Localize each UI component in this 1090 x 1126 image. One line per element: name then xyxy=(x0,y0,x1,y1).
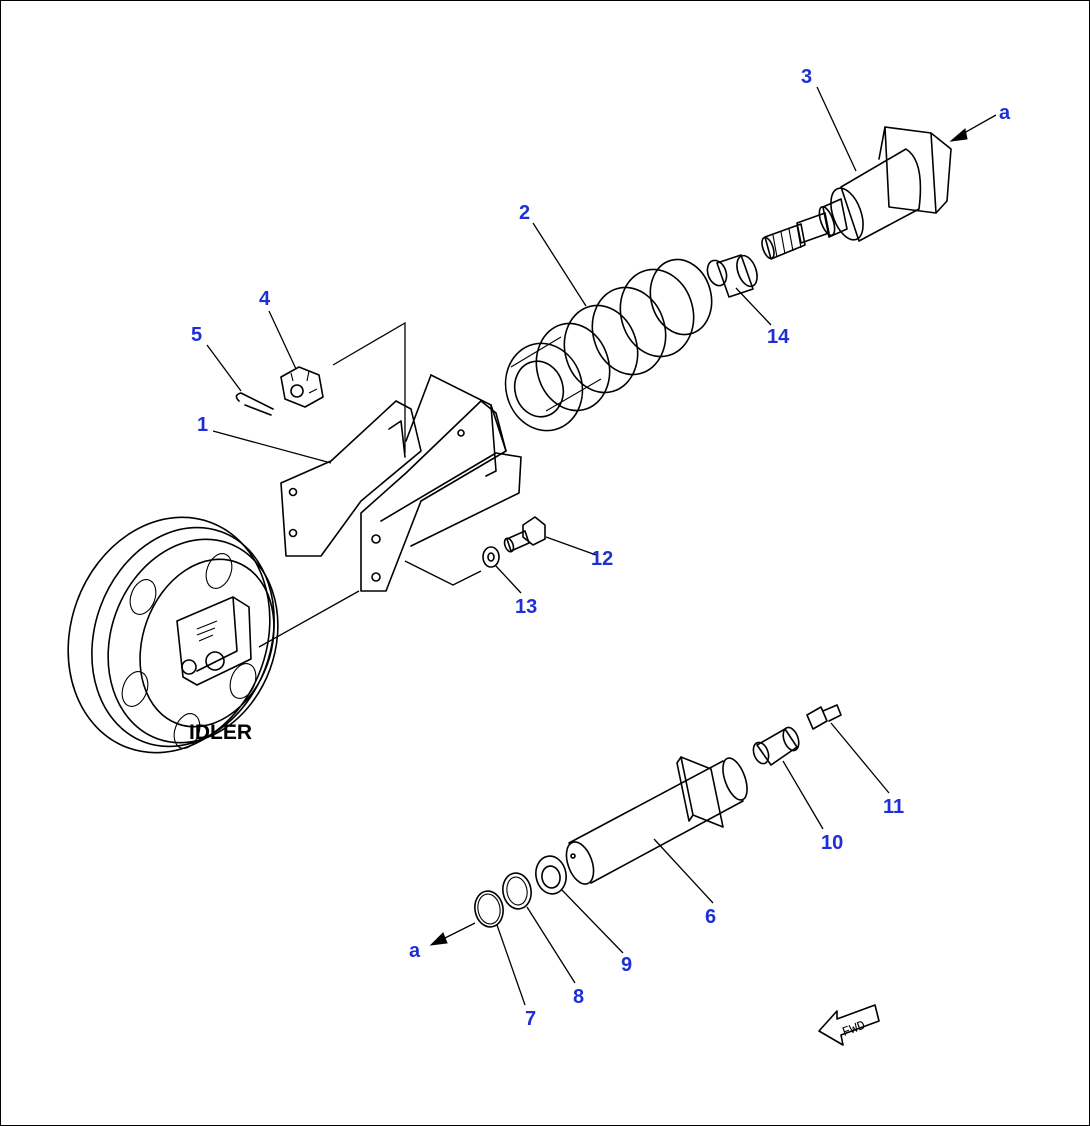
callout-3: 3 xyxy=(801,66,812,88)
part-valve-fitting xyxy=(752,726,800,766)
part-cylinder-assembly xyxy=(761,126,952,260)
fwd-label: FWD xyxy=(840,1018,867,1040)
callout-9: 9 xyxy=(621,954,632,976)
callout-1: 1 xyxy=(197,414,208,436)
callout-5: 5 xyxy=(191,324,202,346)
idler-wheel xyxy=(67,516,279,754)
callout-8: 8 xyxy=(573,986,584,1008)
part-washer xyxy=(482,546,500,568)
part-snap-ring xyxy=(474,890,504,928)
part-bushing xyxy=(706,254,758,298)
part-grease-fitting xyxy=(806,704,842,730)
reference-arrow-top xyxy=(949,114,997,142)
fwd-direction-arrow xyxy=(818,1004,880,1046)
callout-7: 7 xyxy=(525,1008,536,1030)
callout-12: 12 xyxy=(591,548,613,570)
part-yoke-frame xyxy=(280,374,522,592)
part-castle-nut xyxy=(280,366,324,408)
callout-4: 4 xyxy=(259,288,271,310)
part-recoil-spring xyxy=(504,258,713,432)
callout-6: 6 xyxy=(705,906,716,928)
part-cotter-pin xyxy=(235,392,274,416)
reference-arrow-bottom xyxy=(429,922,476,946)
callout-14: 14 xyxy=(767,326,790,348)
callout-13: 13 xyxy=(515,596,537,618)
leader-lines xyxy=(206,86,890,1006)
part-ring xyxy=(502,872,532,910)
callout-11: 11 xyxy=(883,796,904,818)
idler-label: IDLER xyxy=(189,721,252,744)
part-shaft xyxy=(565,756,748,885)
reference-label-a-bottom: a xyxy=(409,940,421,962)
part-bolt xyxy=(503,516,546,553)
part-collar xyxy=(535,855,567,895)
callout-2: 2 xyxy=(519,202,530,224)
callout-10: 10 xyxy=(821,832,843,854)
reference-label-a-top: a xyxy=(999,102,1011,124)
